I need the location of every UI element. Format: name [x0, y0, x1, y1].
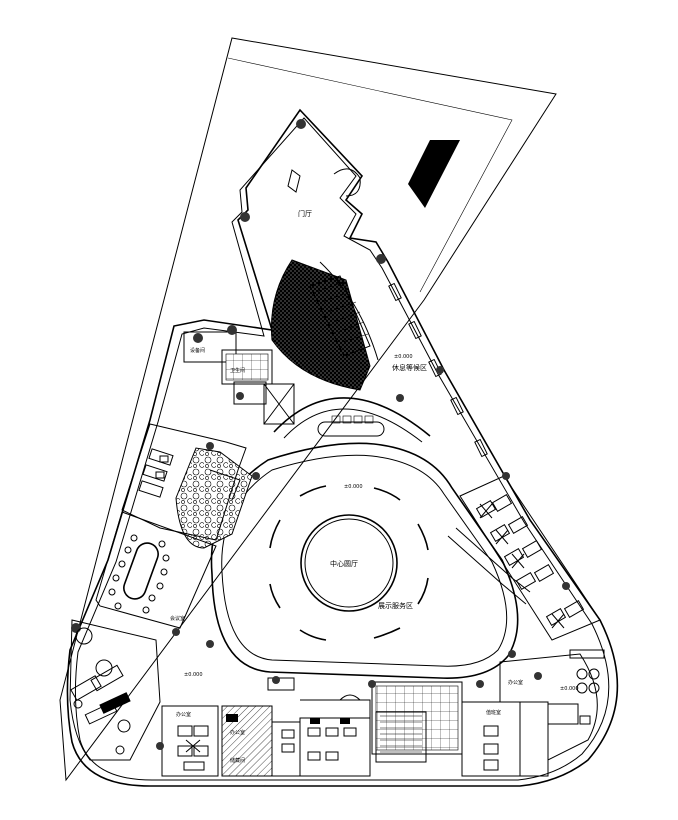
bottom-right-rooms: 办公室 ±0.000 — [499, 649, 605, 761]
conference-room: 会议室 — [95, 511, 217, 648]
central-hall: 中心圆厅 展示服务区 ±0.000 — [210, 442, 531, 679]
ring-label: 展示服务区 — [378, 601, 413, 610]
elevation-left: ±0.000 — [184, 672, 203, 678]
auditorium — [270, 259, 379, 391]
room-f-label: 值班室 — [486, 709, 501, 716]
column — [296, 119, 306, 129]
room-b — [221, 349, 273, 385]
room-c — [161, 705, 219, 777]
center-label: 中心圆厅 — [330, 559, 358, 568]
room-b-label: 卫生间 — [230, 367, 245, 374]
site-feature — [408, 140, 460, 208]
reception — [273, 394, 431, 443]
bottom-rooms: 办公室 办公室 储藏间 值班室 — [156, 680, 549, 777]
room-c-label: 办公室 — [176, 711, 191, 718]
building-outline — [66, 108, 619, 787]
garden-room — [121, 423, 260, 549]
service-block: 设备间 卫生间 — [183, 325, 295, 425]
room-d-label: 办公室 — [230, 729, 245, 736]
right-office — [459, 472, 601, 641]
lounge: ±0.000 — [69, 619, 203, 761]
corridor-marks: 休息等候区 ±0.000 — [388, 282, 488, 458]
column — [376, 254, 386, 264]
entrance-hall: 门厅 — [240, 119, 386, 264]
elevation-mid: ±0.000 — [344, 484, 363, 490]
room-a — [183, 331, 237, 363]
bottom-entry — [267, 676, 371, 718]
conference-table — [123, 542, 159, 600]
elevation-top: ±0.000 — [394, 354, 413, 360]
entrance-label: 门厅 — [298, 209, 312, 218]
left-office — [138, 448, 174, 498]
lobby-label: 休息等候区 — [392, 363, 427, 372]
site-boundary — [59, 37, 557, 782]
room-h-label: 办公室 — [508, 679, 523, 686]
room-g-label: 会议室 — [170, 615, 185, 622]
column — [240, 212, 250, 222]
room-e-label: 储藏间 — [230, 757, 245, 764]
room-a-label: 设备间 — [190, 347, 205, 354]
elevation-right: ±0.000 — [560, 686, 579, 692]
center-circle — [300, 514, 398, 612]
